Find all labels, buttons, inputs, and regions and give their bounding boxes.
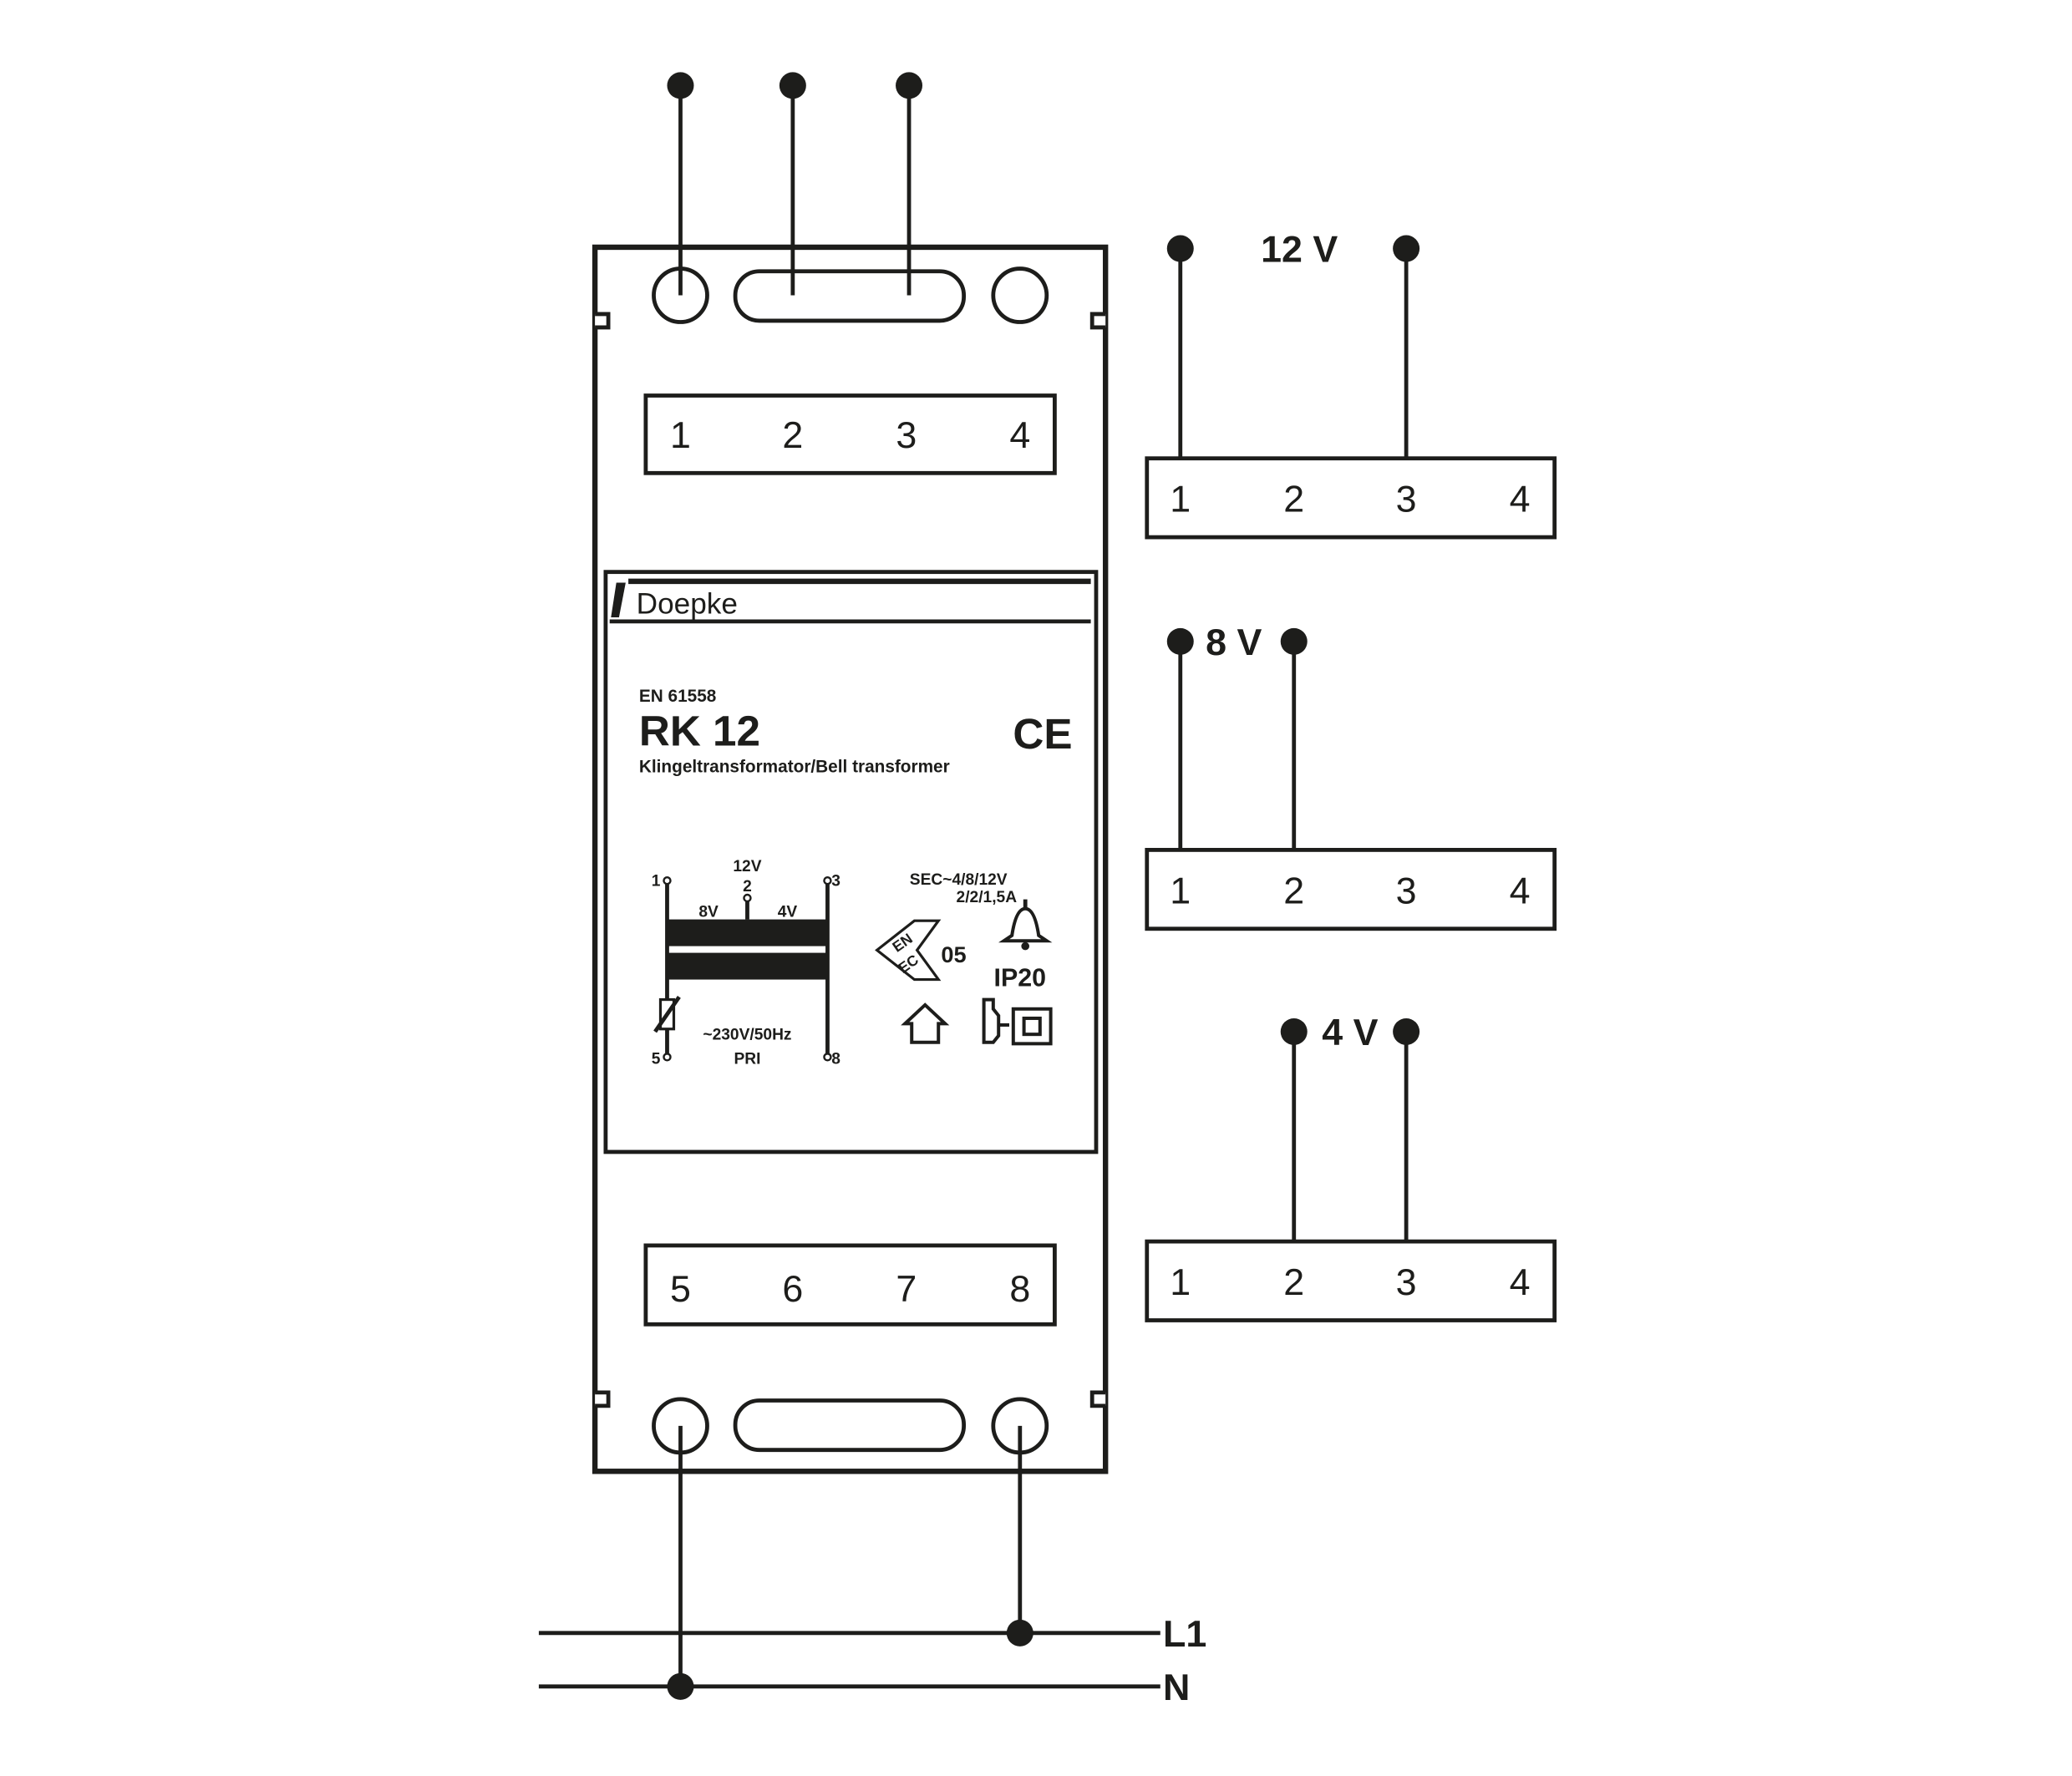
svg-text:5: 5 [670, 1268, 691, 1310]
indoor-use-house-icon [901, 1002, 950, 1044]
svg-text:4V: 4V [778, 903, 798, 921]
svg-text:2: 2 [1283, 870, 1304, 911]
svg-text:4: 4 [1009, 414, 1030, 456]
svg-text:4 V: 4 V [1322, 1012, 1378, 1053]
model: RK 12 [639, 708, 760, 755]
output-8v: 8 V 1 2 3 4 [1145, 622, 1557, 931]
standard: EN 61558 [639, 687, 716, 706]
svg-text:3: 3 [1396, 479, 1417, 520]
svg-text:3: 3 [896, 414, 917, 456]
svg-text:5: 5 [652, 1050, 661, 1068]
doepke-logo-icon [611, 582, 626, 618]
supply-wiring: L1 N [538, 1425, 1206, 1708]
svg-text:8V: 8V [698, 903, 719, 921]
svg-text:2: 2 [743, 878, 752, 896]
svg-text:4: 4 [1510, 479, 1531, 520]
safety-transformer-icon [982, 997, 1053, 1046]
enec-mark-icon: EN EC [875, 919, 942, 982]
svg-text:1: 1 [1170, 1261, 1191, 1303]
svg-text:12 V: 12 V [1261, 229, 1338, 271]
description: Klingeltransformator/Bell transformer [639, 758, 950, 777]
svg-text:3: 3 [1396, 870, 1417, 911]
svg-text:12V: 12V [733, 858, 761, 875]
l1-label: L1 [1163, 1613, 1206, 1655]
svg-text:2: 2 [782, 414, 803, 456]
sec-rating: SEC~4/8/12V [910, 871, 1008, 889]
output-12v: 12 V 1 2 3 4 [1145, 229, 1557, 540]
top-wires [667, 72, 923, 296]
svg-text:8 V: 8 V [1206, 622, 1262, 663]
svg-text:4: 4 [1510, 870, 1531, 911]
svg-text:1: 1 [652, 873, 661, 891]
top-terminal-block: 1 2 3 4 [643, 393, 1057, 475]
transformer-housing [592, 244, 1109, 1474]
svg-text:7: 7 [896, 1268, 917, 1310]
bell-icon [998, 899, 1053, 951]
ce-mark: CE [1013, 710, 1072, 758]
svg-text:~230V/50Hz: ~230V/50Hz [703, 1027, 791, 1044]
brand-logo: Doepke [637, 587, 738, 620]
svg-text:8: 8 [831, 1050, 840, 1068]
svg-text:3: 3 [1396, 1261, 1417, 1303]
transformer-schematic: 1 2 3 5 8 12V 8V 4V ~230V/50Hz PRI [652, 858, 840, 1068]
svg-text:1: 1 [670, 414, 691, 456]
enec-number: 05 [941, 941, 966, 967]
svg-text:1: 1 [1170, 479, 1191, 520]
svg-text:1: 1 [1170, 870, 1191, 911]
ip-rating: IP20 [994, 964, 1047, 992]
svg-text:2: 2 [1283, 1261, 1304, 1303]
svg-text:4: 4 [1510, 1261, 1531, 1303]
current-rating: 2/2/1,5A [957, 889, 1018, 906]
svg-text:2: 2 [1283, 479, 1304, 520]
output-4v: 4 V 1 2 3 4 [1145, 1012, 1557, 1322]
label-panel: Doepke EN 61558 RK 12 Klingeltransformat… [603, 570, 1099, 1154]
svg-text:3: 3 [831, 873, 840, 891]
svg-text:6: 6 [782, 1268, 803, 1310]
svg-text:8: 8 [1009, 1268, 1030, 1310]
bottom-terminal-block: 5 6 7 8 [643, 1243, 1057, 1327]
n-label: N [1163, 1667, 1190, 1708]
svg-text:PRI: PRI [734, 1050, 760, 1068]
